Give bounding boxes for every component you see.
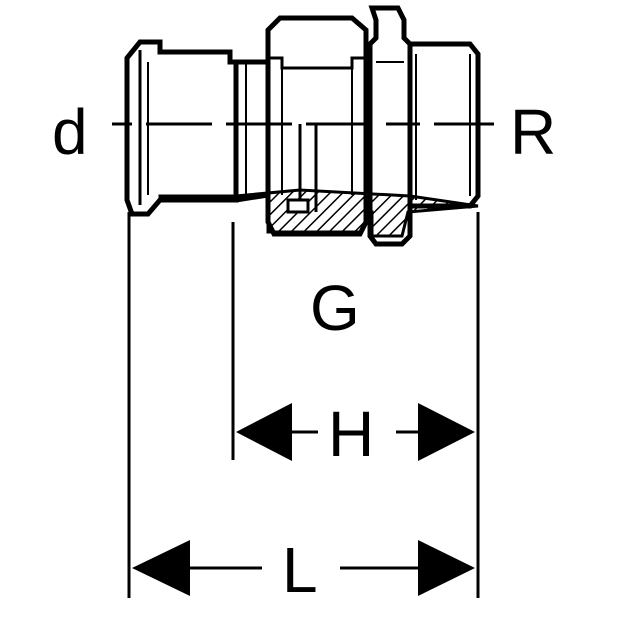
arrow-left-l — [132, 540, 190, 596]
dimension-h — [236, 403, 475, 461]
label-d: d — [52, 96, 88, 168]
arrow-right-h — [418, 403, 475, 461]
threaded-collar — [367, 5, 413, 247]
seal-ring — [286, 198, 310, 214]
fitting-body — [124, 5, 481, 247]
label-g: G — [310, 272, 360, 344]
press-sleeve — [124, 39, 239, 217]
extension-lines — [127, 212, 480, 598]
body-tube — [235, 59, 271, 203]
label-h: H — [328, 398, 374, 470]
dimension-l — [132, 540, 475, 596]
arrow-left-h — [236, 403, 292, 461]
label-r: R — [510, 96, 556, 168]
label-l: L — [282, 534, 318, 606]
union-nut — [265, 15, 369, 237]
section-hatch — [158, 188, 479, 238]
arrow-right-l — [418, 540, 475, 596]
